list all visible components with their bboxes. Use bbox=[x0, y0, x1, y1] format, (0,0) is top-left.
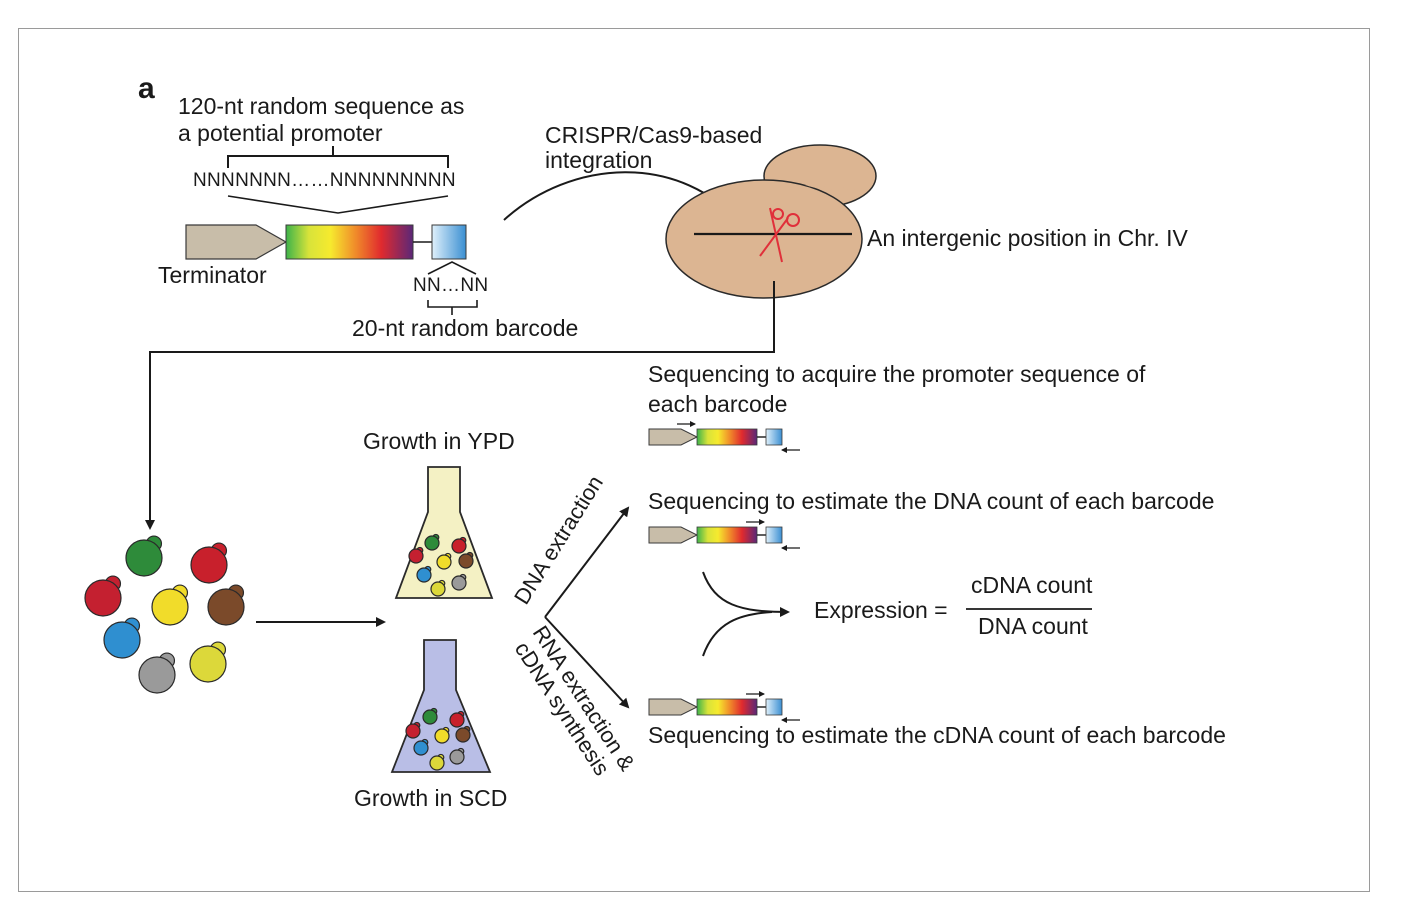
construct-main bbox=[185, 224, 467, 260]
ypd-yeast-5 bbox=[458, 551, 474, 569]
seq-cdna-count-label: Sequencing to estimate the cDNA count of… bbox=[648, 722, 1226, 748]
promoter-zoom-lines bbox=[227, 195, 449, 214]
figure-frame bbox=[18, 28, 1370, 892]
scd-yeast-3 bbox=[405, 721, 421, 739]
construct-dna-count bbox=[648, 519, 800, 551]
integration-label-line1: CRISPR/Cas9-based bbox=[545, 122, 763, 148]
scd-yeast-cells bbox=[405, 707, 471, 771]
promoter-block bbox=[285, 224, 414, 260]
barcode-sequence: NN…NN bbox=[413, 275, 489, 296]
scd-yeast-6 bbox=[413, 738, 429, 756]
scd-yeast-7 bbox=[449, 747, 465, 765]
seq-promoter-line1: Sequencing to acquire the promoter seque… bbox=[648, 361, 1146, 387]
cell-to-colony-arrow bbox=[145, 281, 775, 530]
small-constructs bbox=[648, 421, 800, 723]
yeast-cell-6 bbox=[103, 617, 141, 659]
ypd-yeast-cells bbox=[408, 533, 474, 597]
ypd-yeast-8 bbox=[430, 579, 446, 597]
yeast-cell-8 bbox=[189, 641, 227, 683]
promoter-title-line2: a potential promoter bbox=[178, 120, 383, 146]
construct-cdna-count bbox=[648, 691, 800, 723]
formula-numerator: cDNA count bbox=[971, 572, 1093, 598]
scd-yeast-8 bbox=[429, 753, 445, 771]
terminator-shape bbox=[185, 224, 288, 260]
scissors-icon bbox=[759, 207, 800, 263]
extraction-split-arrows bbox=[544, 506, 630, 709]
integration-label-line2: integration bbox=[545, 147, 653, 173]
scd-yeast-1 bbox=[422, 707, 438, 725]
seq-dna-count-label: Sequencing to estimate the DNA count of … bbox=[648, 488, 1215, 514]
ypd-flask bbox=[394, 466, 494, 599]
expression-lhs: Expression = bbox=[814, 597, 948, 623]
yeast-cell-1 bbox=[125, 535, 163, 577]
scd-yeast-2 bbox=[449, 710, 465, 728]
ypd-growth-label: Growth in YPD bbox=[363, 428, 515, 454]
yeast-cell-3 bbox=[84, 575, 122, 617]
scd-yeast-4 bbox=[434, 726, 450, 744]
yeast-cell bbox=[665, 144, 877, 299]
yeast-cell-2 bbox=[190, 542, 228, 584]
ypd-yeast-2 bbox=[451, 536, 467, 554]
construct-promoter-seq bbox=[648, 421, 800, 453]
yeast-cell-7 bbox=[138, 652, 176, 694]
formula-denominator: DNA count bbox=[978, 613, 1088, 639]
merge-arrow bbox=[702, 571, 790, 657]
scd-yeast-5 bbox=[455, 725, 471, 743]
dna-extraction-label: DNA extraction bbox=[509, 471, 608, 609]
ypd-yeast-4 bbox=[436, 552, 452, 570]
panel-label: a bbox=[138, 72, 155, 105]
ypd-yeast-6 bbox=[416, 565, 432, 583]
ypd-yeast-1 bbox=[424, 533, 440, 551]
terminator-label: Terminator bbox=[158, 262, 267, 288]
yeast-colony bbox=[84, 535, 245, 694]
ypd-yeast-7 bbox=[451, 573, 467, 591]
scd-growth-label: Growth in SCD bbox=[354, 785, 508, 811]
barcode-label: 20-nt random barcode bbox=[352, 315, 579, 341]
promoter-title-line1: 120-nt random sequence as bbox=[178, 93, 465, 119]
chromosome-position-label: An intergenic position in Chr. IV bbox=[867, 225, 1188, 251]
barcode-zoom-lines bbox=[427, 261, 478, 315]
promoter-bracket bbox=[227, 146, 449, 168]
scd-flask bbox=[390, 639, 492, 773]
ypd-yeast-3 bbox=[408, 546, 424, 564]
seq-promoter-line2: each barcode bbox=[648, 391, 788, 417]
yeast-cell-5 bbox=[207, 584, 245, 626]
barcode-block bbox=[431, 224, 467, 260]
yeast-cell-4 bbox=[151, 584, 189, 626]
promoter-sequence: NNNNNNN……NNNNNNNNN bbox=[193, 170, 456, 191]
